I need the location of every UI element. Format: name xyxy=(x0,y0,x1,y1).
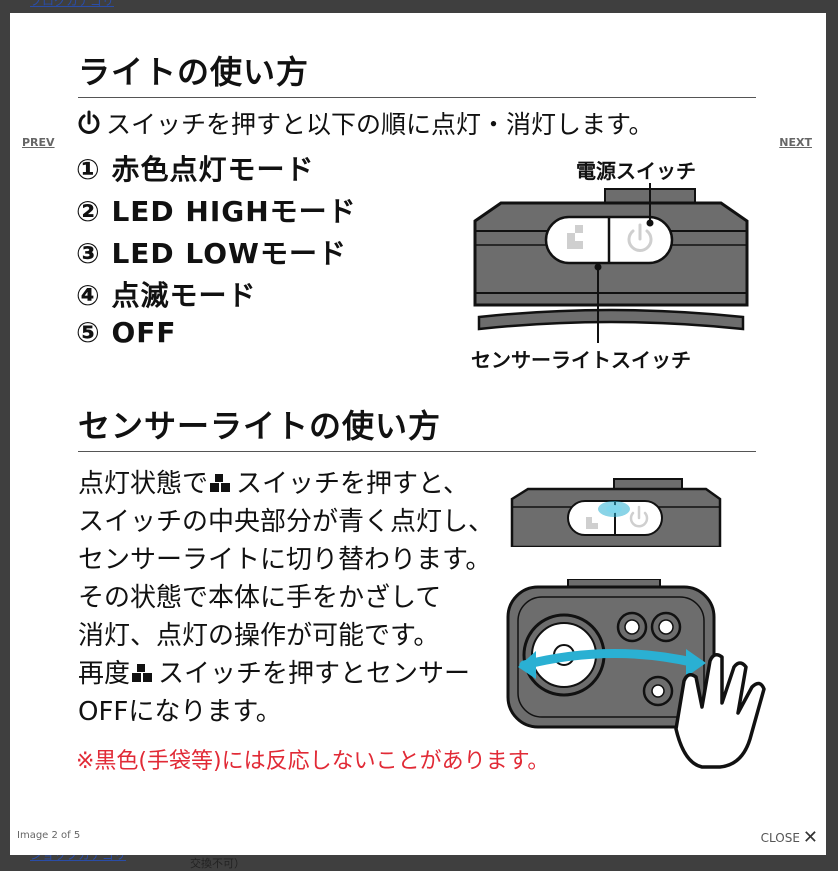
mode-item: ⑤ OFF xyxy=(76,316,177,349)
instruction-line: スイッチを押すと以下の順に点灯・消灯します。 xyxy=(76,105,654,141)
instruction-text: スイッチを押すと以下の順に点灯・消灯します。 xyxy=(106,110,654,139)
para-line: 点灯状態で xyxy=(78,469,209,499)
para-line: 消灯、点灯の操作が可能です。 xyxy=(78,621,440,651)
mode-item: ① 赤色点灯モード xyxy=(76,153,315,186)
para-line: センサーライトに切り替わります。 xyxy=(78,545,492,575)
para-line: OFFになります。 xyxy=(78,697,282,727)
close-button[interactable]: CLOSE ✕ xyxy=(761,829,818,847)
para-line: スイッチを押すと、 xyxy=(236,469,469,499)
mode-item: ② LED HIGHモード xyxy=(76,195,357,228)
light-usage-title: ライトの使い方 xyxy=(78,47,756,98)
prev-button[interactable]: PREV xyxy=(22,136,55,149)
close-label: CLOSE xyxy=(760,831,800,845)
sensor-switch-label: センサーライトスイッチ xyxy=(471,348,691,372)
mode-item: ④ 点滅モード xyxy=(76,279,257,312)
para-line: スイッチの中央部分が青く点灯し、 xyxy=(78,507,495,537)
sensor-usage-title: センサーライトの使い方 xyxy=(78,401,756,452)
para-line: その状態で本体に手をかざして xyxy=(78,583,442,613)
power-icon xyxy=(76,110,102,136)
sensor-paragraph: 点灯状態でスイッチを押すと、 スイッチの中央部分が青く点灯し、 センサーライトに… xyxy=(78,465,508,731)
bg-text: 交換不可） xyxy=(190,857,245,870)
para-line: 再度 xyxy=(78,659,131,689)
power-switch-label: 電源スイッチ xyxy=(576,159,696,183)
lightbox: PREV NEXT ライトの使い方 スイッチを押すと以下の順に点灯・消灯します。… xyxy=(10,13,826,855)
headlamp-top-diagram xyxy=(473,183,749,343)
close-icon: ✕ xyxy=(802,827,818,848)
hand-wave-diagram xyxy=(506,579,766,769)
para-line: スイッチを押すとセンサー xyxy=(158,659,471,689)
warning-note: ※黒色(手袋等)には反応しないことがあります。 xyxy=(76,749,550,774)
sensor-switch-icon xyxy=(131,657,157,682)
sensor-switch-diagram xyxy=(510,478,722,547)
sensor-switch-icon xyxy=(209,467,235,492)
mode-item: ③ LED LOWモード xyxy=(76,237,347,270)
image-counter: Image 2 of 5 xyxy=(17,830,81,841)
bg-category-link[interactable]: ブログカテゴリ xyxy=(30,0,115,8)
next-button[interactable]: NEXT xyxy=(779,136,812,149)
